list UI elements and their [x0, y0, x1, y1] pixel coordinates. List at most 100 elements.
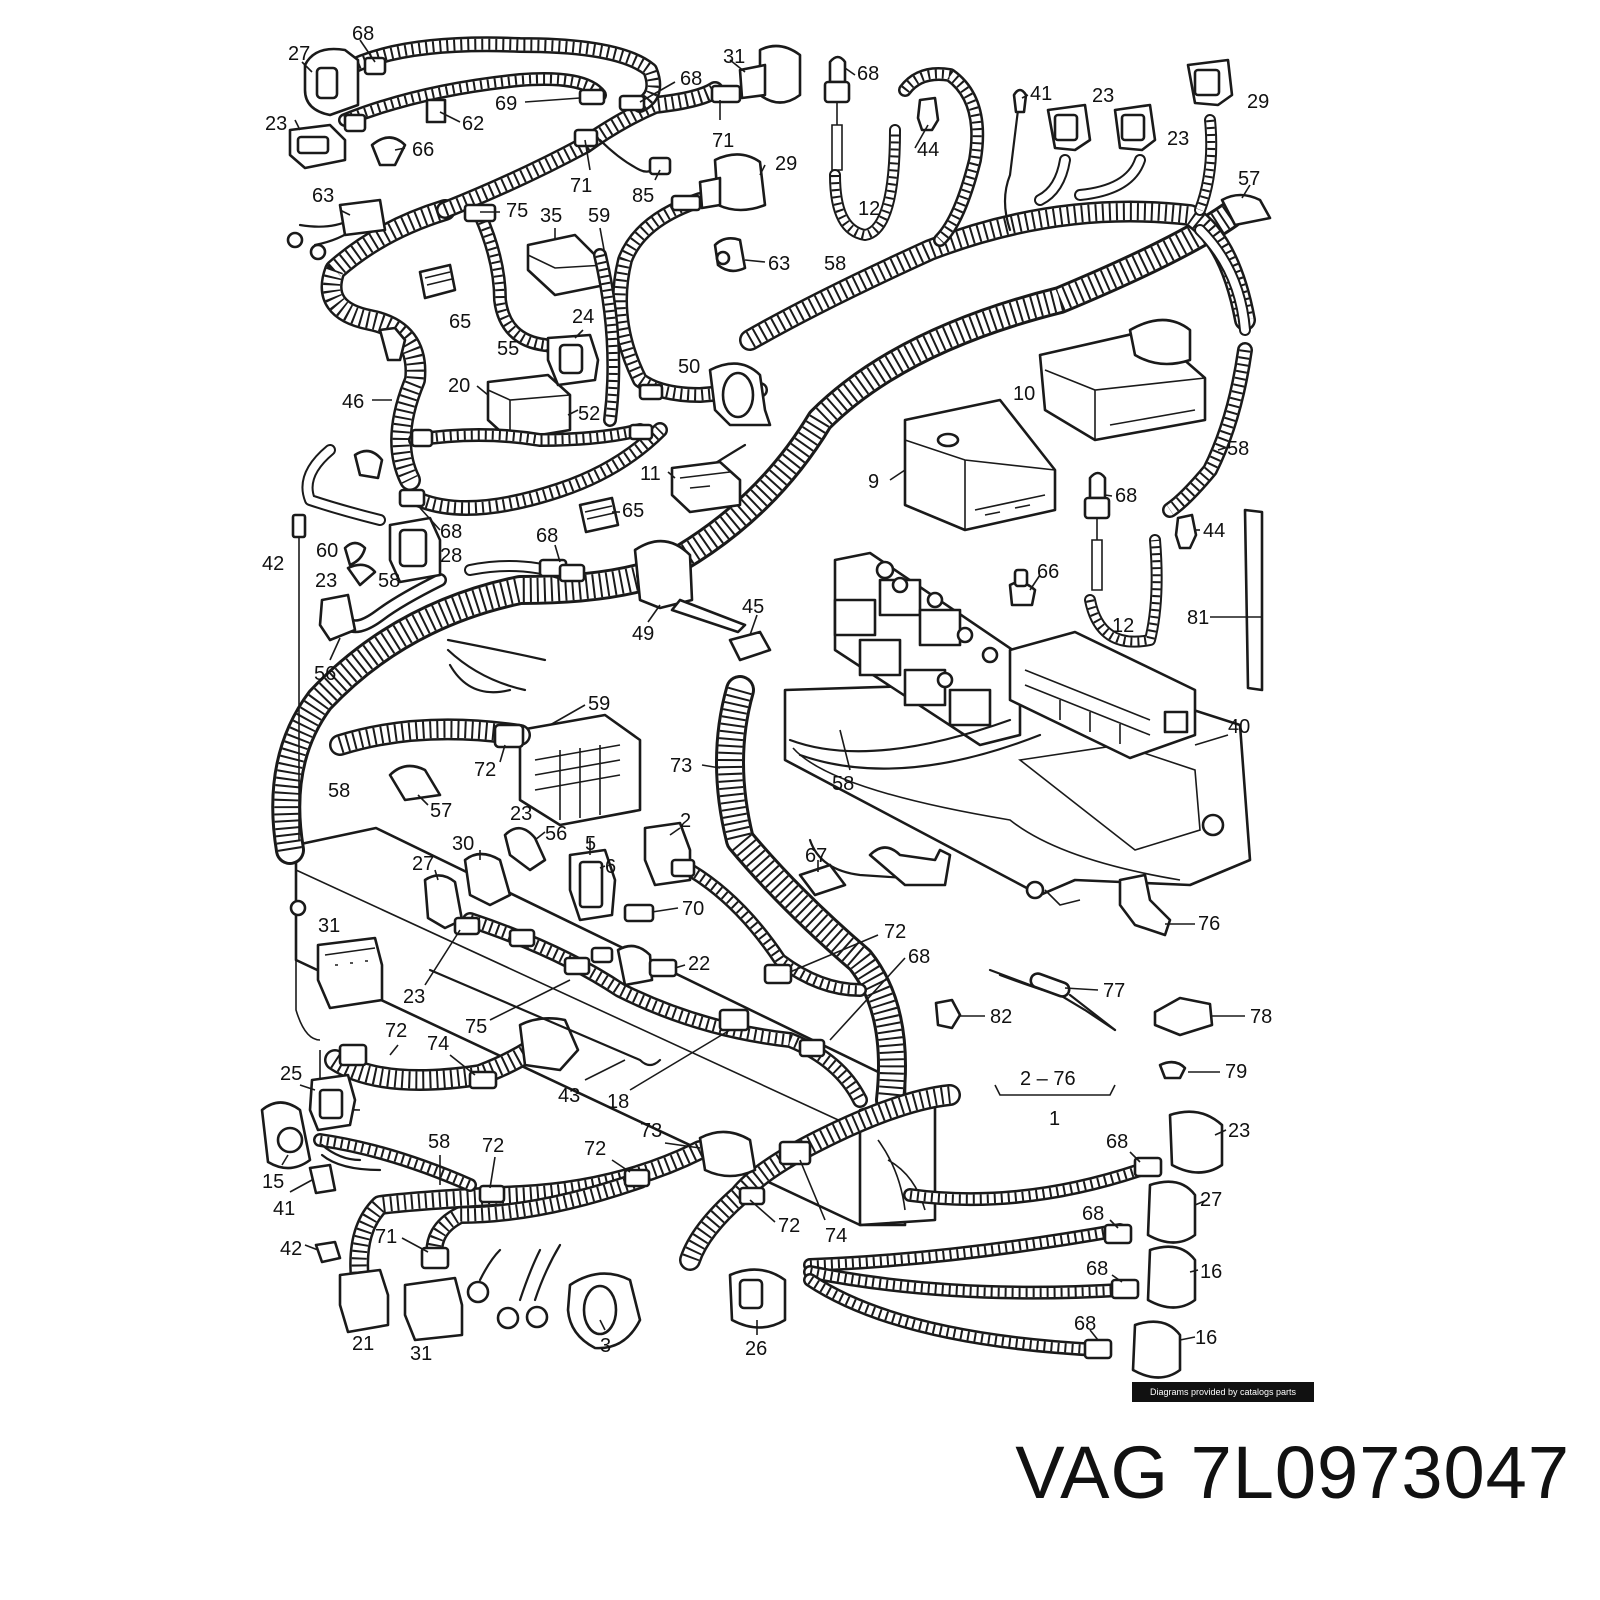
callout: 42 — [262, 553, 284, 575]
callout: 26 — [745, 1338, 767, 1360]
callout: 22 — [688, 953, 710, 975]
callout: 62 — [462, 113, 484, 135]
callout: 42 — [280, 1238, 302, 1260]
callout: 58 — [824, 253, 846, 275]
callout: 40 — [1228, 716, 1250, 738]
callout: 5 — [585, 833, 596, 855]
callout: 72 — [482, 1135, 504, 1157]
callout: 35 — [540, 205, 562, 227]
part-number-title: VAG 7L0973047 — [1015, 1431, 1570, 1514]
callout: 24 — [572, 306, 594, 328]
callout: 20 — [448, 375, 470, 397]
callout: 65 — [622, 500, 644, 522]
callout: 6 — [605, 856, 616, 878]
callout: 72 — [778, 1215, 800, 1237]
diagram-credit-banner: Diagrams provided by catalogs parts — [1132, 1382, 1314, 1402]
callout: 58 — [1227, 438, 1249, 460]
callout: 16 — [1195, 1327, 1217, 1349]
callout: 2 – 76 — [1020, 1068, 1076, 1090]
callout: 21 — [352, 1333, 374, 1355]
callout: 1 — [1049, 1108, 1060, 1130]
callout: 59 — [588, 205, 610, 227]
callout: 45 — [742, 596, 764, 618]
callout: 23 — [315, 570, 337, 592]
callout: 72 — [884, 921, 906, 943]
callout: 75 — [506, 200, 528, 222]
callout: 58 — [832, 773, 854, 795]
callout: 68 — [1082, 1203, 1104, 1225]
callout: 73 — [670, 755, 692, 777]
callout: 27 — [1200, 1189, 1222, 1211]
control-unit-10 — [1038, 318, 1207, 442]
callout: 12 — [858, 198, 880, 220]
callout: 59 — [588, 693, 610, 715]
callout: 81 — [1187, 607, 1209, 629]
callout: 71 — [570, 175, 592, 197]
callout: 27 — [412, 853, 434, 875]
callout: 43 — [558, 1085, 580, 1107]
connectors — [260, 44, 1272, 1379]
callout: 41 — [273, 1198, 295, 1220]
callout: 74 — [825, 1225, 847, 1247]
callout: 70 — [682, 898, 704, 920]
callout: 23 — [1092, 85, 1114, 107]
harness-routes — [271, 36, 1256, 1357]
callout: 23 — [265, 113, 287, 135]
callout: 68 — [536, 525, 558, 547]
callout: 79 — [1225, 1061, 1247, 1083]
callout: 58 — [378, 570, 400, 592]
callout: 68 — [1074, 1313, 1096, 1335]
callout: 65 — [449, 311, 471, 333]
callout: 82 — [990, 1006, 1012, 1028]
callout: 15 — [262, 1171, 284, 1193]
callout: 30 — [452, 833, 474, 855]
callout: 63 — [768, 253, 790, 275]
callout: 31 — [318, 915, 340, 937]
callout: 28 — [440, 545, 462, 567]
callout: 66 — [1037, 561, 1059, 583]
callout: 27 — [288, 43, 310, 65]
callout: 63 — [312, 185, 334, 207]
callout: 67 — [805, 845, 827, 867]
leader-lines — [281, 39, 1262, 1341]
callout: 18 — [607, 1091, 629, 1113]
callout: 23 — [510, 803, 532, 825]
callout: 44 — [1203, 520, 1225, 542]
relay-20 — [486, 373, 572, 442]
callout: 71 — [712, 130, 734, 152]
callout: 23 — [1228, 1120, 1250, 1142]
callout: 23 — [1167, 128, 1189, 150]
callout: 44 — [917, 139, 939, 161]
relay-35 — [526, 233, 607, 297]
callout: 29 — [775, 153, 797, 175]
connector-block-5 — [518, 713, 642, 827]
callout: 60 — [316, 540, 338, 562]
callout: 57 — [430, 800, 452, 822]
callout: 68 — [1106, 1131, 1128, 1153]
callout: 74 — [427, 1033, 449, 1055]
callout: 75 — [465, 1016, 487, 1038]
callout: 25 — [280, 1063, 302, 1085]
callout: 16 — [1200, 1261, 1222, 1283]
callout: 29 — [1247, 91, 1269, 113]
relay-carrier-40 — [788, 551, 1197, 770]
callout: 68 — [857, 63, 879, 85]
callout: 50 — [678, 356, 700, 378]
callout: 66 — [412, 139, 434, 161]
control-unit-9 — [903, 398, 1057, 532]
callout: 56 — [545, 823, 567, 845]
callout: 68 — [680, 68, 702, 90]
callout: 68 — [440, 521, 462, 543]
callout: 72 — [385, 1020, 407, 1042]
callout: 71 — [375, 1226, 397, 1248]
callout: 2 — [680, 810, 691, 832]
callout: 77 — [1103, 980, 1125, 1002]
callout: 72 — [474, 759, 496, 781]
callout: 72 — [584, 1138, 606, 1160]
callout: 68 — [352, 23, 374, 45]
callout: 41 — [1030, 83, 1052, 105]
callout: 73 — [640, 1120, 662, 1142]
callout: 78 — [1250, 1006, 1272, 1028]
callout: 31 — [410, 1343, 432, 1365]
callout: 69 — [495, 93, 517, 115]
